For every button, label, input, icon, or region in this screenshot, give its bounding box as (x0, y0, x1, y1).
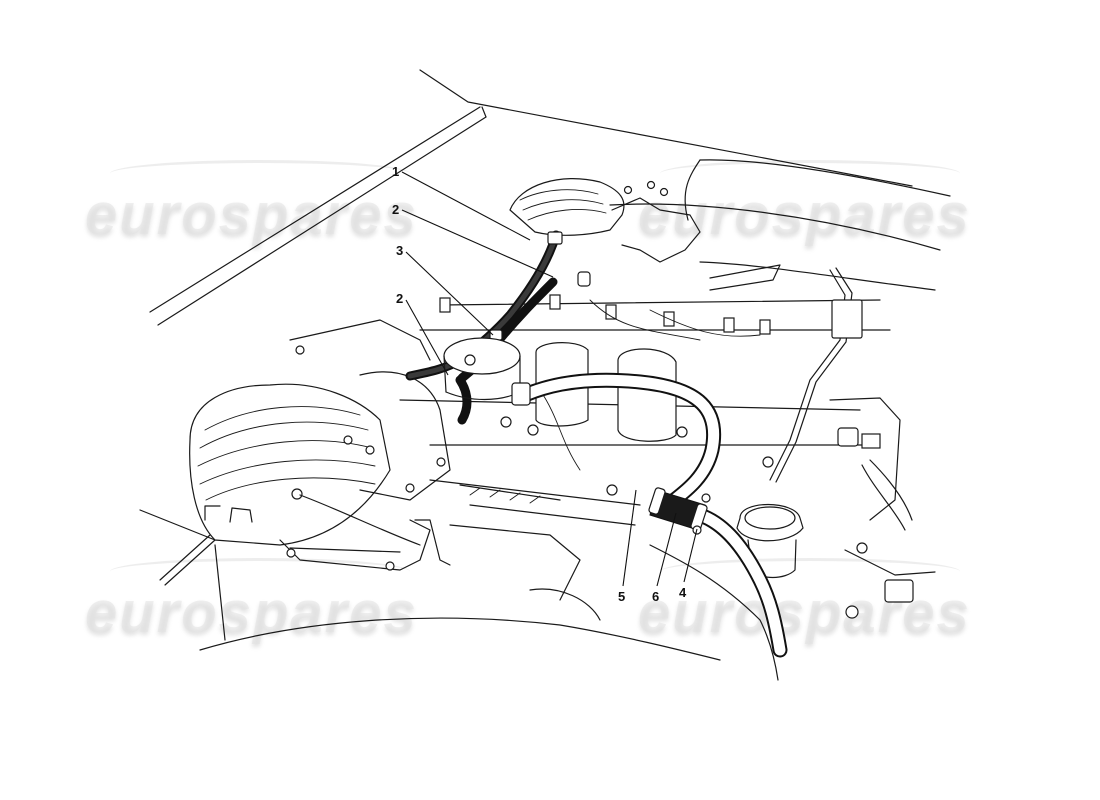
callout-5[interactable]: 5 (618, 589, 626, 604)
left-air-intake (189, 319, 451, 546)
callout-3[interactable]: 3 (396, 243, 404, 258)
hose-sleeve-6 (648, 487, 711, 535)
body-lower-sweep (139, 509, 779, 681)
callout-2-upper[interactable]: 2 (392, 202, 400, 217)
upper-intake-plenum (509, 178, 781, 291)
right-fittings (769, 267, 936, 619)
callout-6[interactable]: 6 (652, 589, 660, 604)
callout-4[interactable]: 4 (679, 585, 687, 600)
callout-2-lower[interactable]: 2 (396, 291, 404, 306)
breather-canister (443, 337, 521, 401)
hood-outline (149, 69, 951, 326)
callout-1[interactable]: 1 (392, 164, 400, 179)
hose-clamp-left (511, 382, 531, 406)
cylinder-head (399, 294, 891, 526)
lower-block (279, 484, 581, 601)
hose-clamp-1 (547, 231, 563, 245)
leader-lines (401, 171, 698, 587)
injector-nozzles (439, 294, 771, 335)
main-vent-hose (511, 372, 788, 658)
